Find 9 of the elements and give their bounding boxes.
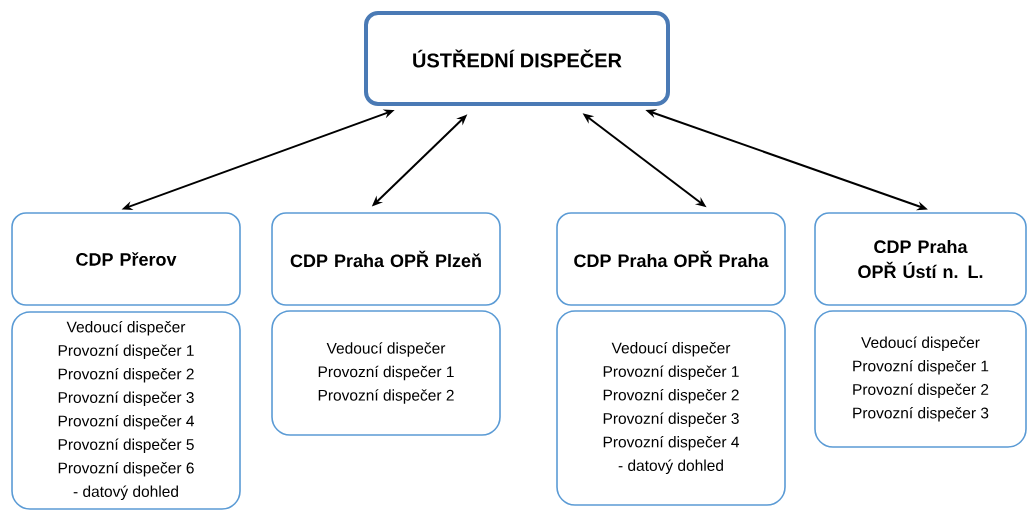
center-box: CDP Praha OPŘ Ústí n. L. [814, 212, 1027, 306]
staff-list-box: Vedoucí dispečer Provozní dispečer 1 Provozní dispečer 2 Provozní dispečer 3 Provozní dispečer 4 - datový dohled [556, 310, 786, 506]
staff-list-box: Vedoucí dispečer Provozní dispečer 1 Provozní dispečer 2 Provozní dispečer 3 [814, 310, 1027, 448]
central-dispatcher-box: ÚSTŘEDNÍ DISPEČER [364, 11, 670, 106]
center-box: CDP Praha OPŘ Plzeň [271, 212, 501, 306]
staff-list-box: Vedoucí dispečer Provozní dispečer 1 Provozní dispečer 2 [271, 310, 501, 436]
center-box: CDP Přerov [11, 212, 241, 306]
center-box: CDP Praha OPŘ Praha [556, 212, 786, 306]
staff-list-box: Vedoucí dispečer Provozní dispečer 1 Provozní dispečer 2 Provozní dispečer 3 Provozní dispečer 4 Provozní dispečer 5 Provozní dispečer 6 - datový dohled [11, 311, 241, 510]
